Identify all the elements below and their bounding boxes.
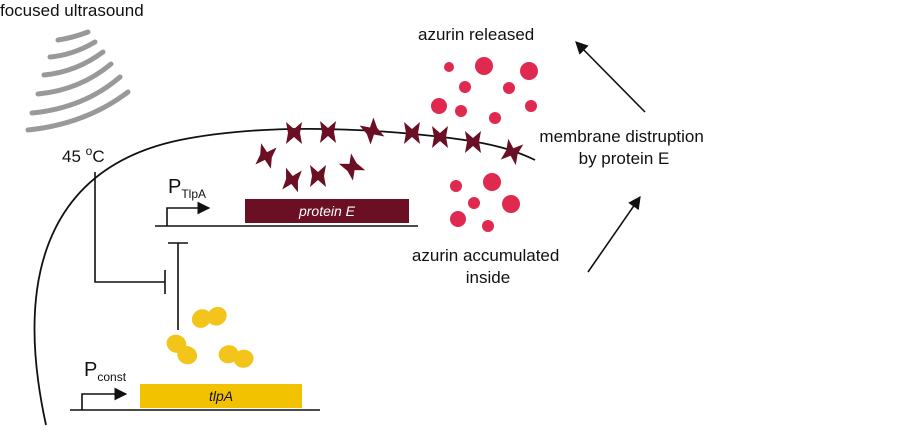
tlpa-gene — [140, 384, 302, 408]
azurin-molecule — [455, 105, 467, 117]
protein-e-molecule — [255, 143, 277, 169]
protein-e-gene — [245, 199, 409, 223]
azurin-molecule — [475, 57, 493, 75]
p-tlpa-promoter-arrow-icon — [166, 201, 211, 226]
azurin-molecule — [444, 62, 454, 72]
azurin-molecule — [450, 180, 462, 192]
protein-e-molecule — [338, 153, 366, 181]
azurin-released-label: azurin released — [418, 25, 534, 44]
protein-e-molecule — [286, 122, 302, 144]
tlpa-protein-group — [161, 297, 255, 372]
azurin-molecule — [431, 98, 447, 114]
protein-e-molecule — [500, 138, 524, 166]
ultrasound-waves-icon — [25, 29, 131, 133]
azurin-molecule — [502, 195, 520, 213]
membrane-disruption-label: membrane distruption by protein E — [539, 127, 708, 168]
protein-e-molecule — [432, 126, 448, 148]
p-const-promoter-arrow-icon — [81, 387, 128, 410]
temperature-label: 45 oC — [62, 144, 105, 166]
protein-e-molecule — [320, 121, 336, 143]
azurin-molecule — [525, 100, 537, 112]
tlpa-gene-label: tlpA — [209, 388, 233, 404]
azurin-molecule — [520, 62, 538, 80]
azurin-inside-group — [450, 173, 520, 232]
azurin-molecule — [459, 81, 471, 93]
azurin-accumulated-label: azurin accumulated inside — [412, 246, 564, 287]
tlpa-protein — [217, 341, 255, 372]
protein-e-molecule — [310, 165, 326, 187]
p-tlpa-label: PTlpA — [168, 176, 206, 201]
azurin-molecule — [482, 220, 494, 232]
azurin-molecule — [489, 112, 501, 124]
azurin-molecule — [483, 173, 501, 191]
tlpa-protein — [188, 297, 231, 338]
tlpa-protein — [161, 331, 203, 368]
protein-e-gene-label: protein E — [298, 203, 356, 219]
temperature-degree-sup: o — [86, 144, 93, 158]
disruption-arrow — [587, 195, 641, 273]
azurin-molecule — [450, 211, 466, 227]
release-arrow — [575, 41, 646, 113]
protein-e-molecule — [404, 122, 420, 144]
p-const-label: Pconst — [84, 359, 127, 384]
azurin-molecule — [468, 197, 480, 209]
focused-ultrasound-label: focused ultrasound — [0, 1, 144, 20]
temperature-inhibition-line — [94, 172, 165, 283]
azurin-molecule — [503, 82, 515, 94]
azurin-released-group — [431, 57, 538, 124]
protein-e-molecule — [465, 131, 481, 153]
protein-e-molecule — [282, 167, 302, 193]
